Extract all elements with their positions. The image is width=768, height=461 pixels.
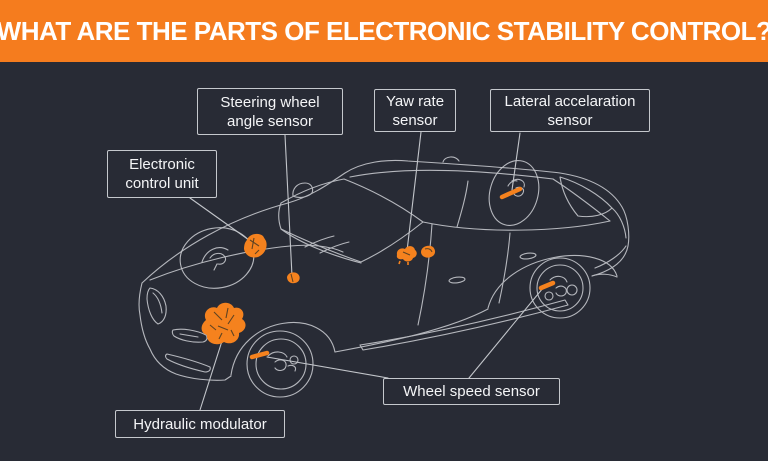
label-text: control unit <box>125 175 199 192</box>
lateral-acceleration-sensor-highlight <box>421 245 436 258</box>
connector-steering <box>284 134 293 277</box>
label-wheel-speed-sensor: Wheel speed sensor <box>383 378 560 405</box>
label-text: sensor <box>392 111 438 129</box>
lateral-callout-stripe <box>499 186 523 200</box>
label-text: Lateral accelaration <box>504 92 636 110</box>
ecu-highlight <box>244 233 267 258</box>
wheel-speed-sensor-rear-highlight <box>538 280 556 291</box>
label-text: angle sensor <box>227 112 313 130</box>
steering-angle-sensor-highlight <box>287 272 300 284</box>
label-text: Steering wheel <box>220 93 320 111</box>
title-bar: WHAT ARE THE PARTS OF ELECTRONIC STABILI… <box>0 0 768 62</box>
page-title: WHAT ARE THE PARTS OF ELECTRONIC STABILI… <box>0 15 768 46</box>
label-steering-wheel-angle-sensor: Steering wheel angle sensor <box>197 88 343 135</box>
yaw-rate-sensor-highlight <box>396 246 417 265</box>
label-text: Yaw rate <box>385 92 445 110</box>
label-text: Electronic <box>129 156 195 173</box>
label-text: Hydraulic modulator <box>133 415 267 433</box>
wheel-speed-sensor-front-highlight <box>249 350 270 360</box>
connector-wheel-rear <box>468 287 544 379</box>
label-text: Wheel speed sensor <box>403 383 540 400</box>
car-wireframe <box>138 156 630 398</box>
hydraulic-modulator-highlight <box>201 302 246 345</box>
connector-lateral <box>511 132 521 191</box>
label-lateral-acceleration-sensor: Lateral accelaration sensor <box>490 89 650 132</box>
connector-ecu <box>189 197 250 241</box>
connector-yaw <box>406 131 422 252</box>
highlighted-parts <box>201 186 556 360</box>
connector-hydraulic <box>199 340 223 411</box>
label-text: sensor <box>547 111 593 129</box>
label-electronic-control-unit: Electronic control unit <box>107 150 217 198</box>
connector-wheel-front <box>266 356 389 379</box>
label-hydraulic-modulator: Hydraulic modulator <box>115 410 285 438</box>
label-yaw-rate-sensor: Yaw rate sensor <box>374 89 456 132</box>
hood-callout-circle <box>179 227 255 289</box>
connector-lines <box>189 131 544 411</box>
